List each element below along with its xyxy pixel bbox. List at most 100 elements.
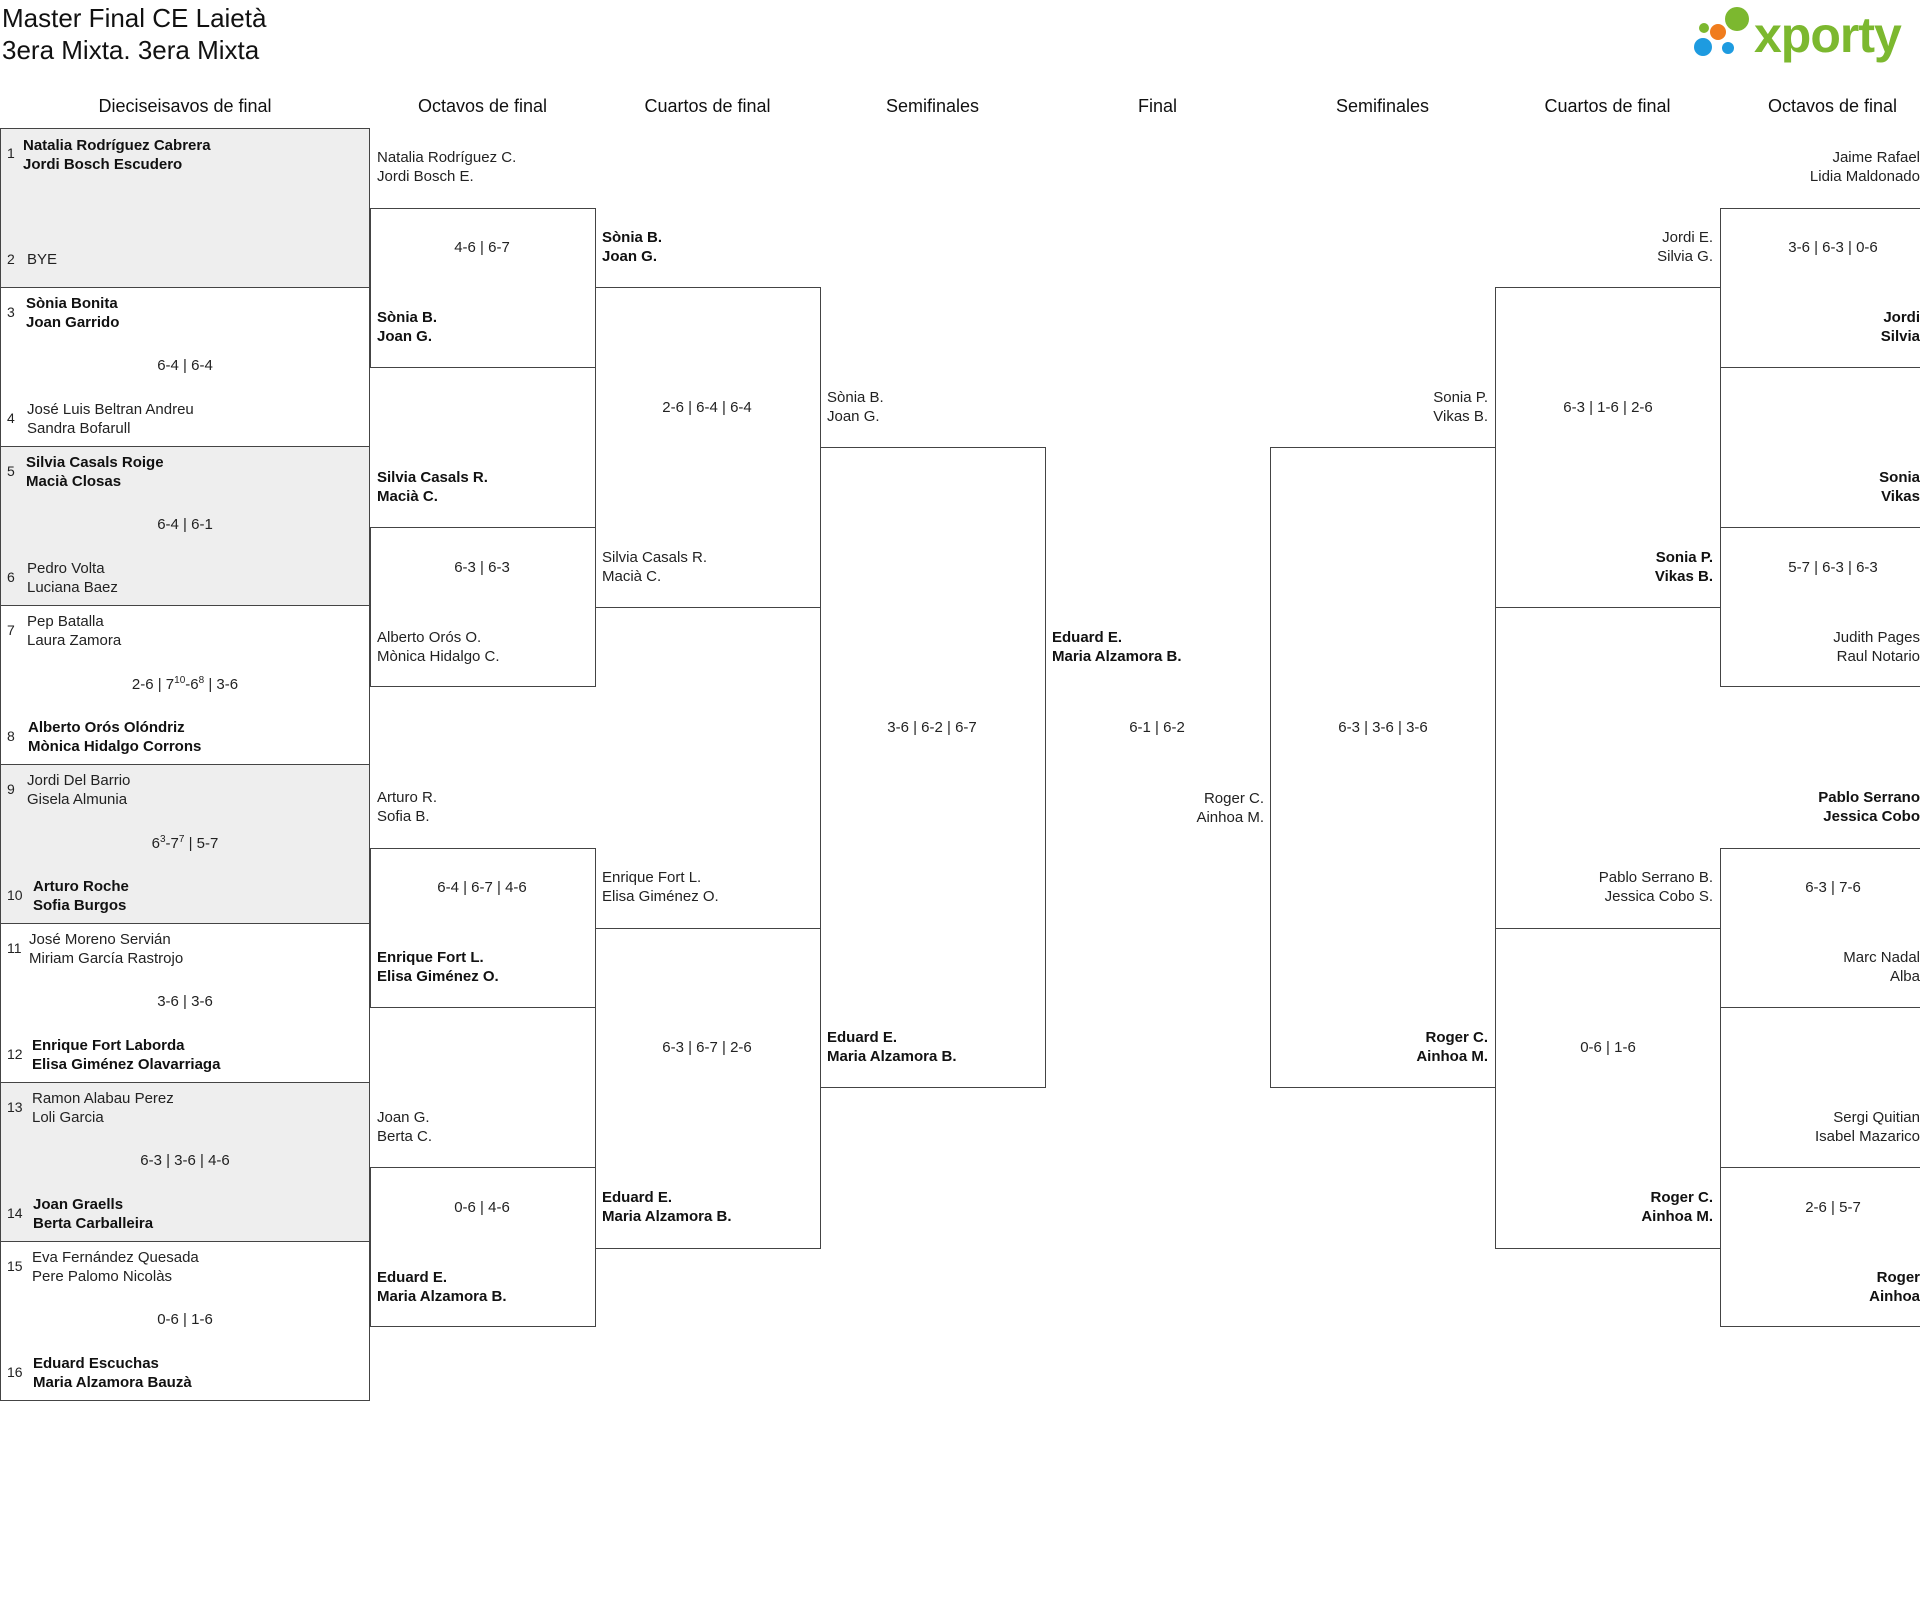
match-score: 3-6 | 6-3 | 0-6	[1788, 239, 1878, 256]
player-name: Luciana Baez	[27, 579, 118, 596]
player-name: Enrique Fort L.	[377, 949, 484, 966]
match-box-r32-right-3	[1720, 848, 1920, 1008]
player-name: Sofia B.	[377, 808, 430, 825]
match-box-qf-right-2	[1495, 928, 1721, 1249]
match-score: 6-3 | 7-6	[1805, 879, 1861, 896]
player-name: Eduard E.	[602, 1189, 673, 1206]
player-name: Vikas	[1881, 488, 1920, 505]
player-name: Roger C.	[1425, 1029, 1488, 1046]
player-name: Elisa Giménez Olavarriaga	[32, 1056, 221, 1073]
player-name: Natalia Rodríguez C.	[377, 149, 517, 166]
seed-number: 4	[7, 410, 15, 426]
player-name: Roger C.	[1203, 790, 1264, 807]
player-name: Joan G.	[602, 248, 658, 265]
round-header-final: Final	[1137, 96, 1177, 116]
seed-number: 10	[7, 887, 23, 903]
player-name: Arturo R.	[377, 789, 438, 806]
player-name: Marc Nadal	[1843, 949, 1920, 966]
player-name: Macià C.	[377, 488, 438, 505]
seed-number: 7	[7, 622, 15, 638]
round-header-sf-right: Semifinales	[1335, 96, 1430, 116]
player-name: Silvia Casals R.	[377, 469, 488, 486]
match-score: 6-3 | 3-6 | 4-6	[140, 1152, 230, 1169]
player-name: Joan G.	[827, 408, 880, 425]
logo-text: xporty	[1754, 7, 1902, 63]
player-name: Ainhoa M.	[1196, 809, 1264, 826]
match-score: 6-4 | 6-1	[157, 516, 213, 533]
player-name: Jessica Cobo	[1823, 808, 1920, 825]
match-box-r32-8	[0, 1241, 370, 1401]
player-name: Mònica Hidalgo Corrons	[28, 738, 202, 755]
player-name: Silvia Casals R.	[602, 549, 708, 566]
player-name: Silvia G.	[1657, 248, 1713, 265]
player-name: Joan G.	[377, 1109, 430, 1126]
seed-number: 12	[7, 1046, 23, 1062]
match-score: 6-3 | 3-6 | 3-6	[1338, 719, 1428, 736]
match-box-r32-5	[0, 764, 370, 924]
player-name: Ainhoa M.	[1416, 1048, 1488, 1065]
player-name: Sònia B.	[377, 309, 438, 326]
seed-number: 15	[7, 1258, 23, 1274]
player-name: Judith Pages	[1833, 629, 1920, 646]
logo-dots-icon	[1694, 7, 1749, 56]
player-name: Maria Alzamora Bauzà	[33, 1374, 192, 1391]
match-box-r32-7	[0, 1082, 370, 1242]
round-header-r32: Dieciseisavos de final	[98, 96, 272, 116]
match-box-sf-right	[1270, 447, 1496, 1088]
player-name: Natalia Rodríguez Cabrera	[23, 137, 211, 154]
player-name: Isabel Mazarico	[1814, 1128, 1920, 1145]
match-box-sf-1	[820, 447, 1046, 1088]
player-name: Vikas B.	[1433, 408, 1488, 425]
player-name: Ramon Alabau Perez	[32, 1090, 174, 1107]
player-name: Joan Garrido	[26, 314, 120, 331]
player-name: Elisa Giménez O.	[377, 968, 499, 985]
player-name: Maria Alzamora B.	[1052, 648, 1182, 665]
player-name: Jordi Bosch E.	[377, 168, 474, 185]
match-score: 2-6 | 5-7	[1805, 1199, 1861, 1216]
match-score: 0-6 | 1-6	[1580, 1039, 1636, 1056]
player-name: Roger C.	[1650, 1189, 1713, 1206]
player-name: Elisa Giménez O.	[602, 888, 719, 905]
player-name: Sonia P.	[1655, 549, 1713, 566]
match-box-r32-right-2	[1720, 527, 1920, 687]
player-name: Maria Alzamora B.	[602, 1208, 732, 1225]
player-name: Sonia	[1879, 469, 1920, 486]
match-score: 2-6 | 710-68 | 3-6	[131, 675, 239, 693]
player-name: Eduard E.	[827, 1029, 898, 1046]
player-name: José Moreno Servián	[29, 931, 171, 948]
match-score: 2-6 | 6-4 | 6-4	[662, 399, 752, 416]
player-name: Macià C.	[602, 568, 662, 585]
player-name: Jessica Cobo S.	[1604, 888, 1713, 905]
player-name: Pep Batalla	[27, 613, 104, 630]
player-name: Arturo Roche	[33, 878, 129, 895]
xporty-logo: xporty	[1690, 4, 1920, 68]
round-header-qf: Cuartos de final	[644, 96, 771, 116]
player-name: Jordi E.	[1662, 229, 1713, 246]
seed-number: 1	[7, 145, 15, 161]
match-score: 6-4 | 6-7 | 4-6	[437, 879, 527, 896]
player-name: José Luis Beltran Andreu	[27, 401, 194, 418]
player-name: Laura Zamora	[27, 632, 122, 649]
player-name: Macià Closas	[26, 473, 122, 490]
final-score: 6-1 | 6-2	[1129, 719, 1185, 736]
match-score: 5-7 | 6-3 | 6-3	[1788, 559, 1878, 576]
match-box-r32-right-1	[1720, 208, 1920, 368]
match-score: 0-6 | 1-6	[157, 1311, 213, 1328]
player-name: Sonia P.	[1433, 389, 1488, 406]
seed-number: 14	[7, 1205, 23, 1221]
player-name: Pablo Serrano B.	[1598, 869, 1713, 886]
player-name: Sònia B.	[602, 229, 663, 246]
player-name: Sònia Bonita	[26, 295, 118, 312]
seed-number: 13	[7, 1099, 23, 1115]
round-header-qf-right: Cuartos de final	[1544, 96, 1671, 116]
match-score: 6-3 | 1-6 | 2-6	[1563, 399, 1653, 416]
player-name: Pablo Serrano	[1818, 789, 1920, 806]
player-name: Ainhoa	[1869, 1288, 1920, 1305]
match-box-r32-1	[0, 128, 370, 288]
round-header-sf: Semifinales	[885, 96, 980, 116]
player-name: Eva Fernández Quesada	[32, 1249, 199, 1266]
seed-number: 3	[7, 304, 15, 320]
player-name: Loli Garcia	[32, 1109, 104, 1126]
player-name: BYE	[27, 251, 58, 268]
seed-number: 8	[7, 728, 15, 744]
